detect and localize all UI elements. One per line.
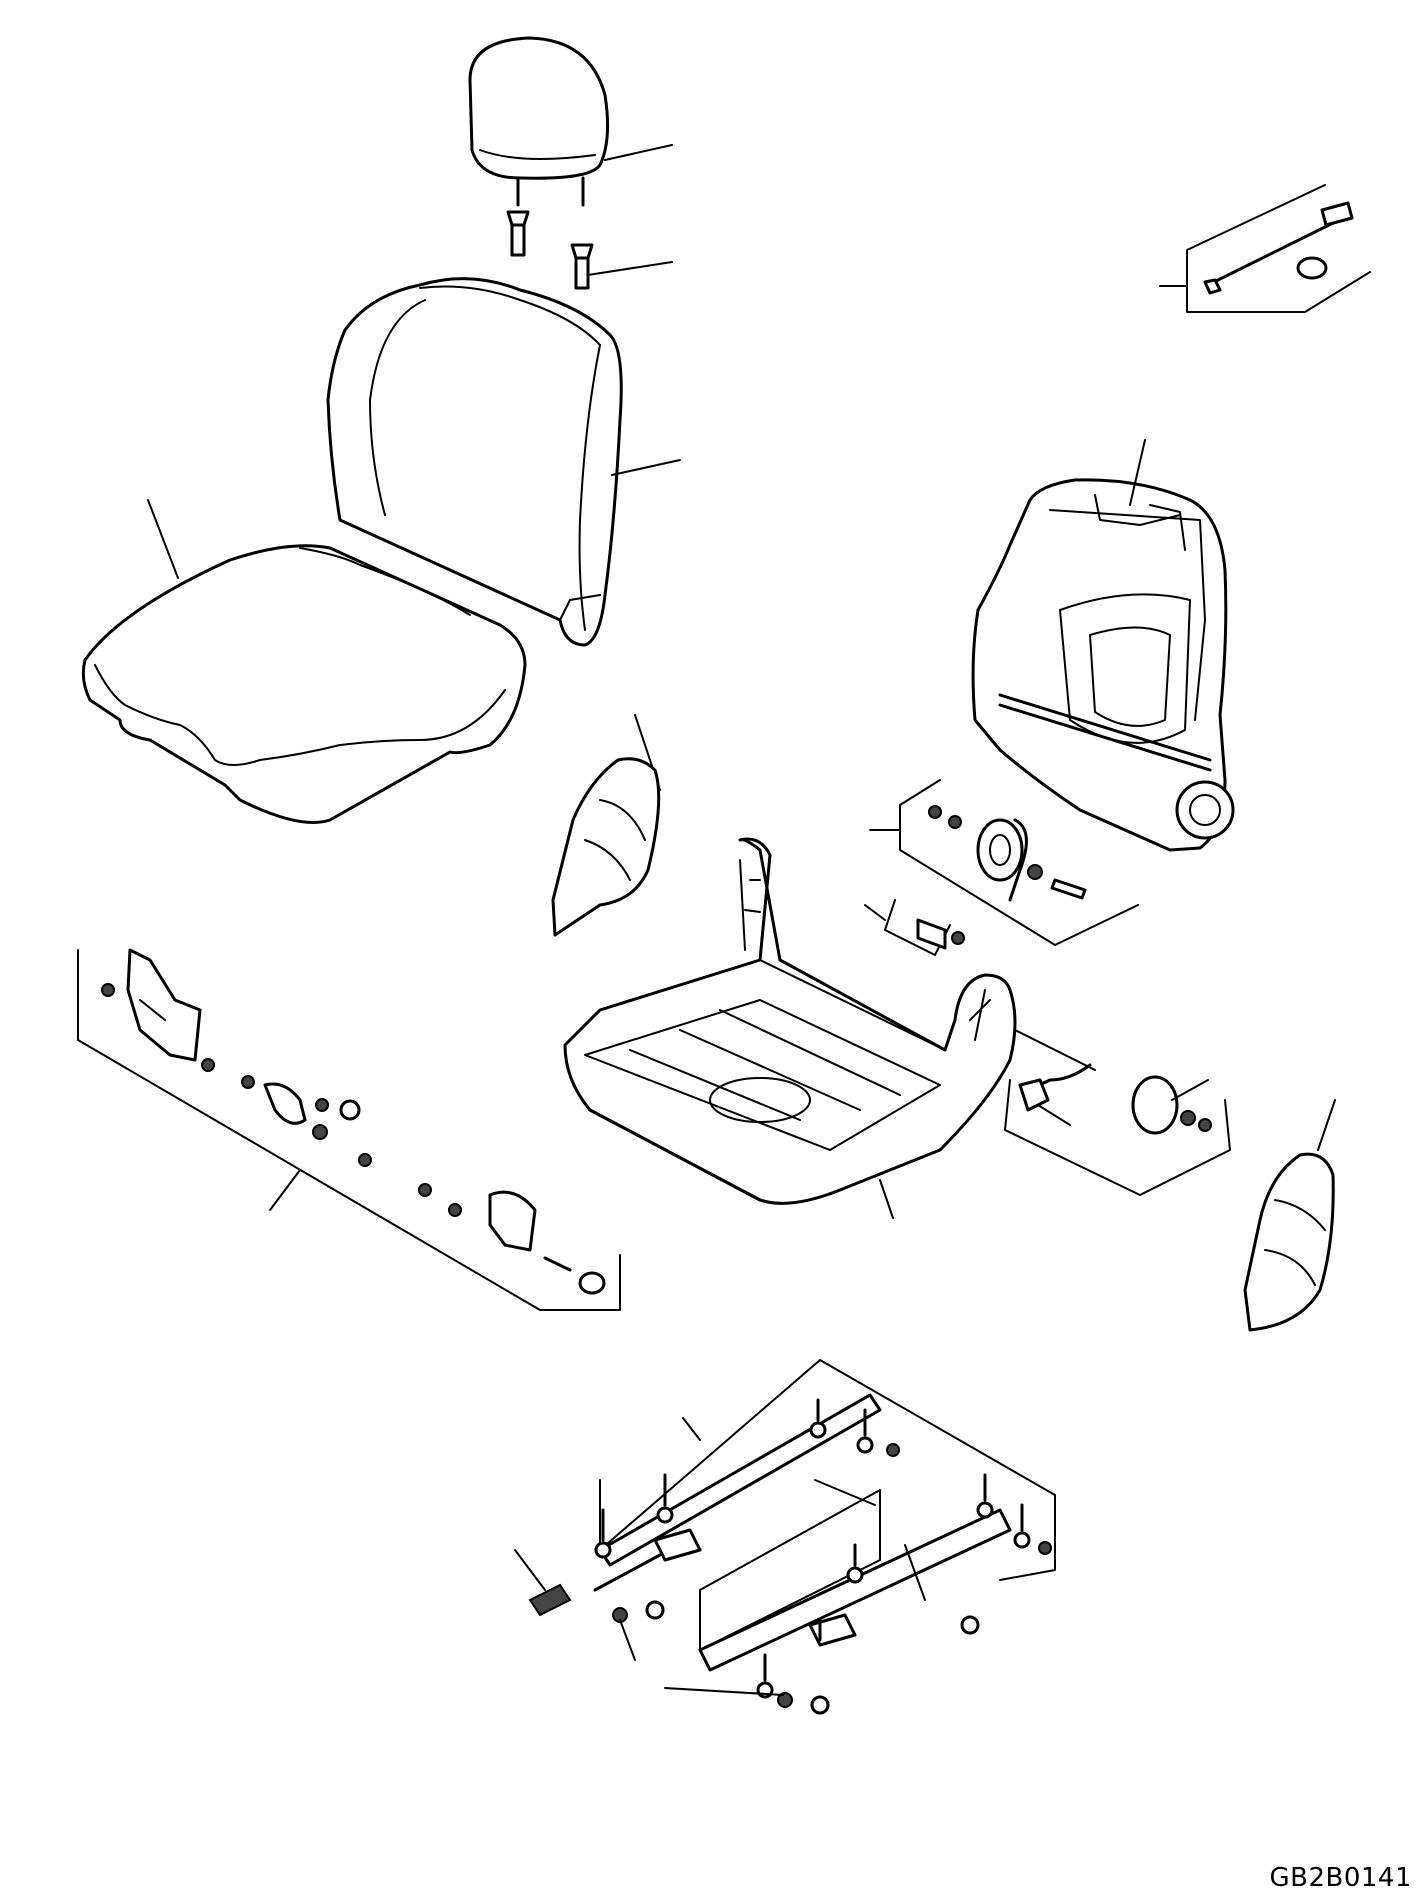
wire-harness-kit [1159,184,1371,313]
bracket-kit [864,899,965,956]
seat-belt-assembly [77,948,621,1311]
headrest [468,36,610,290]
leader-line-seat-belt [269,1169,301,1211]
side-cover-right [1243,1152,1335,1332]
seat-bottom-cushion [81,544,527,824]
leader-line-cushion [147,499,179,579]
leader-line-back [611,459,681,476]
leader-line-back-frame [1129,439,1146,506]
leader-lines-slide-rail [514,1479,926,1696]
lever-kit [1004,1029,1231,1196]
leader-line-right-cover [1317,1099,1336,1151]
side-cover-left [551,757,661,937]
seat-pan-frame [563,837,1017,1205]
seat-back-frame [971,478,1235,852]
leader-lines-headrest [587,144,673,276]
recliner-kit [869,779,1139,946]
seat-back-cushion [326,277,623,647]
figure-code: GB2B0141 [1269,1863,1412,1893]
slide-rail-assembly [528,1359,1056,1715]
